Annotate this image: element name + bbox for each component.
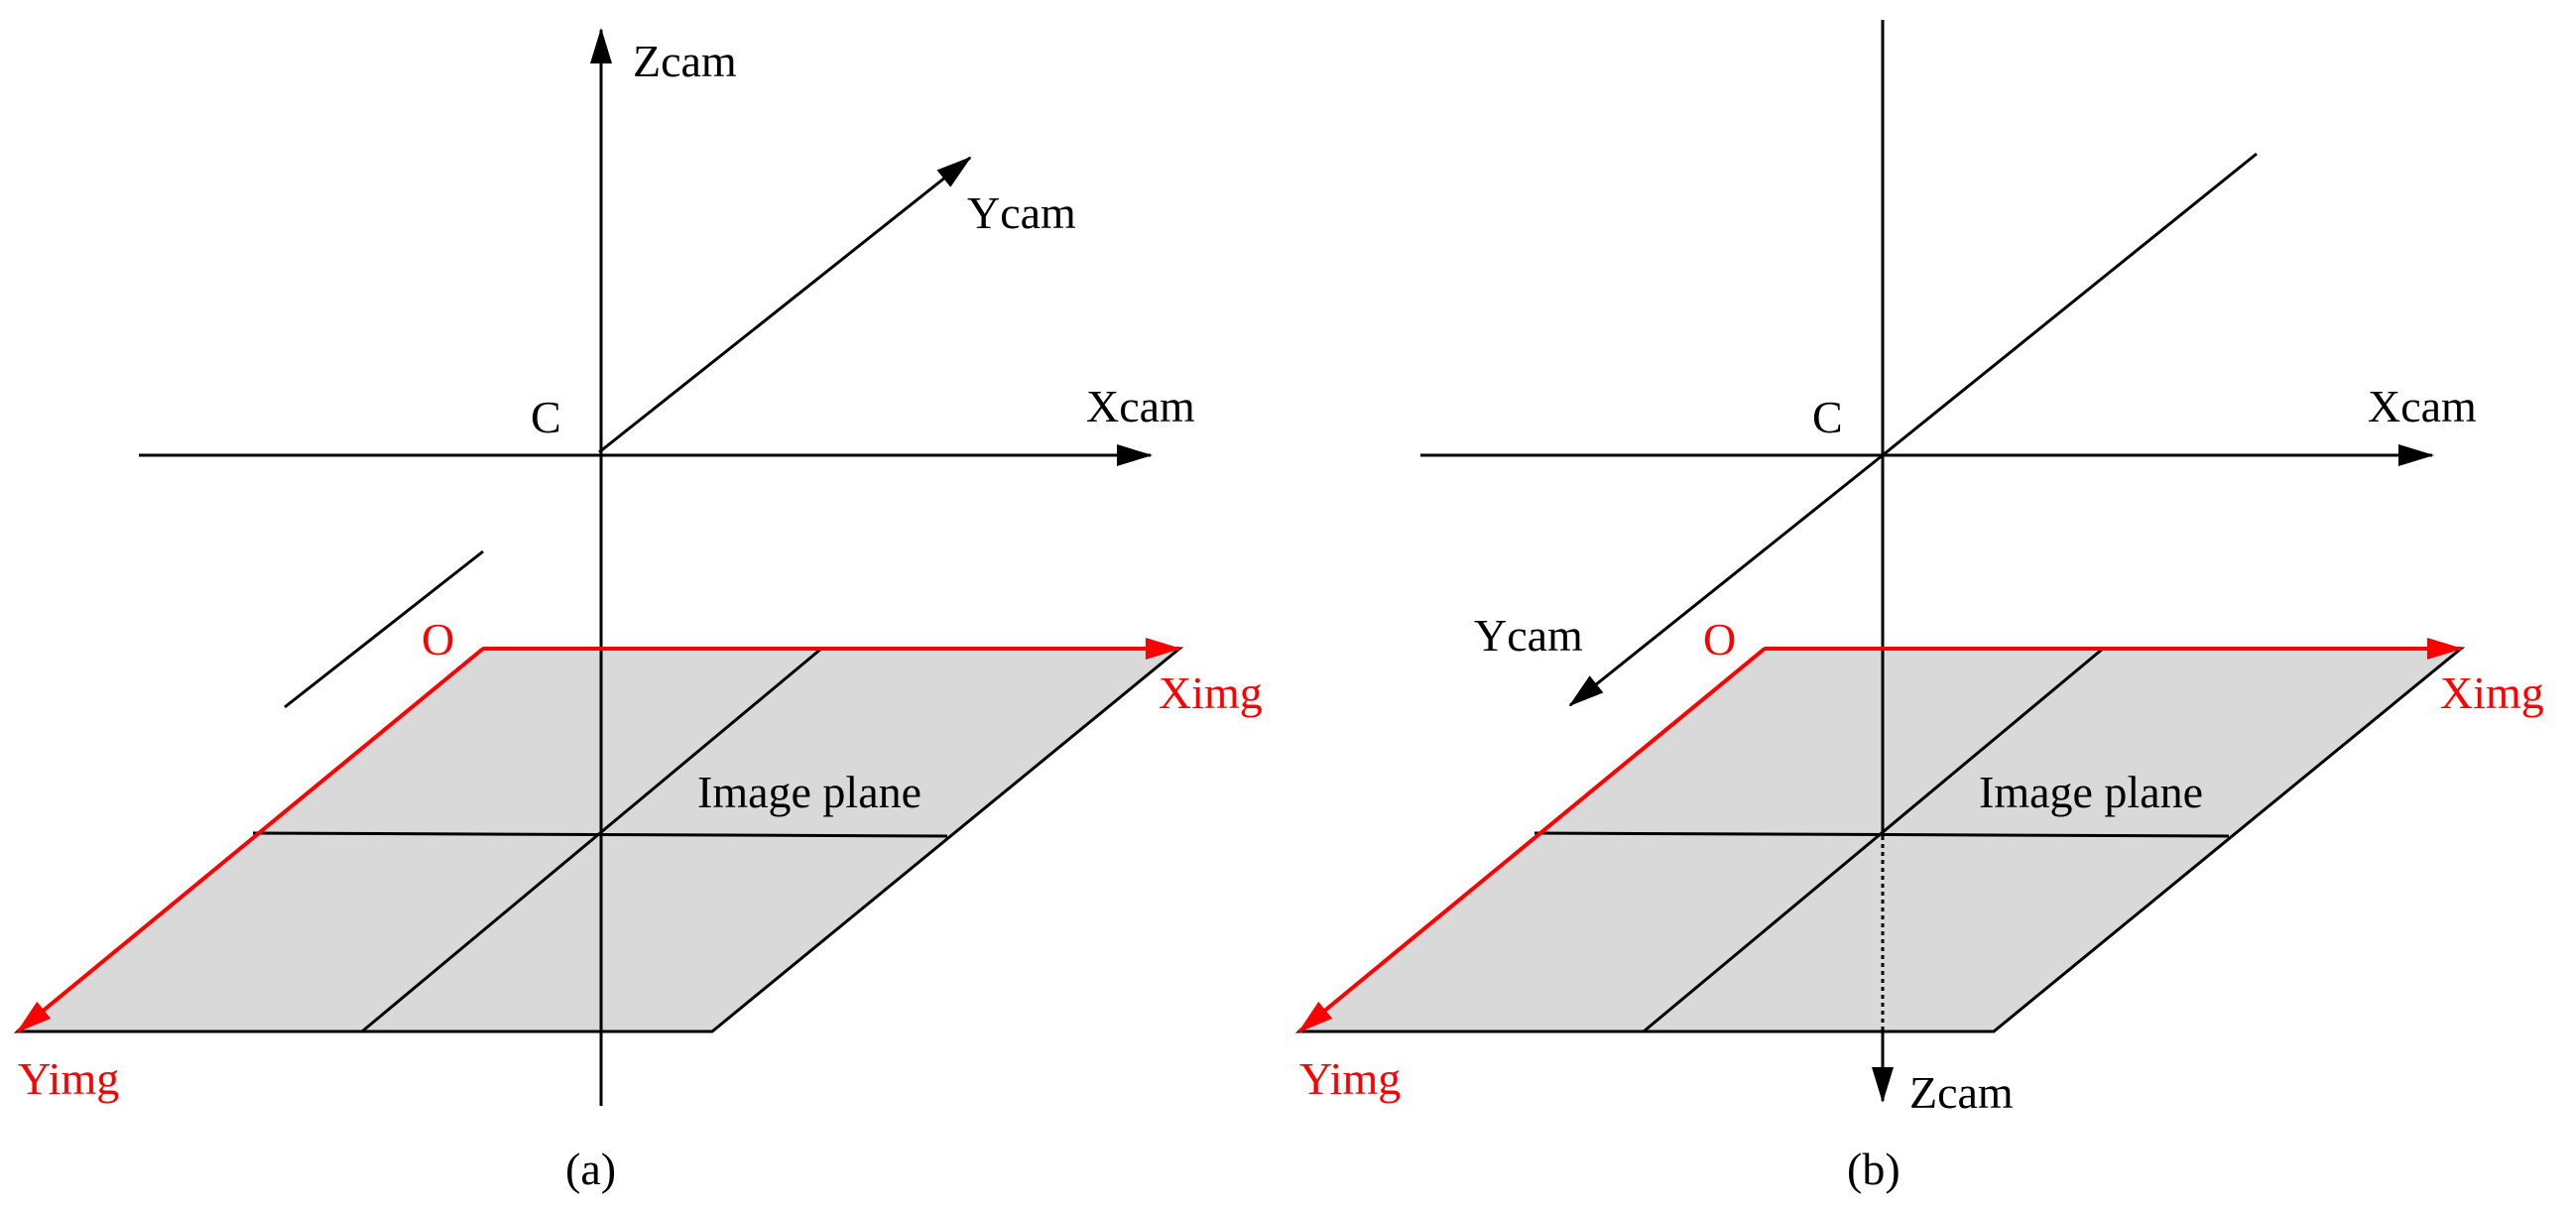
image-plane-label: Image plane xyxy=(1979,767,2203,817)
ycam-label: Ycam xyxy=(967,187,1076,238)
camera-center-label: C xyxy=(1812,392,1843,442)
ycam-axis xyxy=(598,156,972,454)
zcam-label: Zcam xyxy=(633,36,737,86)
origin-label: O xyxy=(1703,614,1736,665)
caption-a: (a) xyxy=(565,1144,616,1194)
origin-label: O xyxy=(422,614,454,665)
panel-b: Ycam Xcam C O Ximg Yimg Image plane Zcam… xyxy=(1294,20,2544,1194)
ycam-axis xyxy=(1568,453,1884,707)
xcam-label: Xcam xyxy=(2368,381,2477,431)
image-plane xyxy=(13,647,1184,1033)
ycam-axis-upper xyxy=(1882,152,2258,457)
yimg-label: Yimg xyxy=(18,1053,119,1104)
yimg-axis xyxy=(1297,647,1767,1033)
plane-grid-diagonal xyxy=(361,647,822,1033)
zcam-label: Zcam xyxy=(1909,1067,2014,1118)
xcam-label: Xcam xyxy=(1086,381,1195,431)
ycam-label: Ycam xyxy=(1474,610,1583,661)
image-plane xyxy=(1294,647,2466,1033)
caption-b: (b) xyxy=(1847,1144,1901,1194)
ycam-axis-lower xyxy=(284,549,484,709)
yimg-axis xyxy=(16,647,485,1033)
plane-grid-diagonal xyxy=(1643,647,2104,1033)
ximg-label: Ximg xyxy=(1159,667,1263,718)
ximg-label: Ximg xyxy=(2440,667,2544,718)
panel-a: Zcam Ycam Xcam C O Ximg Yimg Image plane… xyxy=(13,28,1263,1194)
camera-center-label: C xyxy=(531,392,561,442)
yimg-label: Yimg xyxy=(1299,1053,1401,1104)
image-plane-label: Image plane xyxy=(697,767,921,817)
